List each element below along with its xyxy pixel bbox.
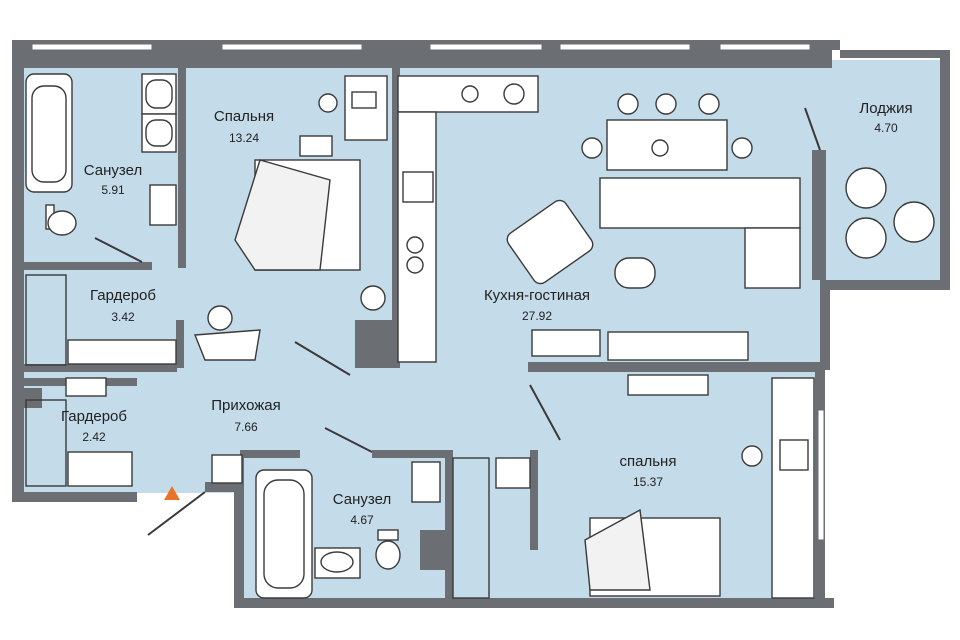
cabinet-icon (411, 461, 441, 503)
dining-table-icon (581, 93, 753, 171)
sink-icon (314, 547, 361, 579)
coffee-table-icon (614, 257, 656, 289)
armchair-icon (506, 199, 594, 285)
room-label: Санузел (333, 491, 391, 508)
door-swings (94, 107, 821, 536)
bed-icon (584, 508, 721, 597)
loggia-furniture-icon (845, 167, 935, 259)
entrance-marker-icon (164, 486, 180, 500)
room-label: спальня (620, 453, 677, 470)
toilet-icon (375, 529, 401, 570)
room-label: Кухня-гостиная (484, 287, 590, 304)
room-labels: Санузел 5.91 Спальня 13.24 Лоджия 4.70 Г… (61, 100, 913, 527)
desk-icon (741, 377, 815, 599)
room-hallway: Прихожая 7.66 (211, 397, 281, 434)
wardrobe-rail-icon (25, 377, 133, 487)
plant-icon (360, 285, 386, 311)
room-loggia: Лоджия 4.70 (859, 100, 912, 135)
room-bathroom-2: Санузел 4.67 (333, 491, 391, 527)
tv-icon (627, 374, 709, 396)
tv-unit-icon (531, 329, 749, 361)
cabinet-icon (211, 454, 243, 484)
room-label: Гардероб (61, 408, 127, 425)
room-area: 4.70 (874, 121, 898, 135)
room-area: 13.24 (229, 131, 259, 145)
kitchen-counter-icon (397, 75, 539, 363)
room-area: 5.91 (101, 183, 125, 197)
room-area: 15.37 (633, 475, 663, 489)
room-label: Лоджия (859, 100, 912, 117)
room-bedroom-2: спальня 15.37 (620, 453, 677, 489)
room-wardrobe-2: Гардероб 2.42 (61, 408, 127, 444)
sofa-icon (599, 177, 801, 289)
room-area: 27.92 (522, 309, 552, 323)
desk-icon (318, 75, 388, 141)
room-area: 7.66 (234, 420, 258, 434)
room-label: Гардероб (90, 287, 156, 304)
room-kitchen-living: Кухня-гостиная 27.92 (484, 287, 590, 323)
room-area: 4.67 (350, 513, 374, 527)
room-bedroom-1: Спальня 13.24 (214, 108, 274, 145)
bathtub-icon (25, 73, 73, 193)
room-bathroom-1: Санузел 5.91 (84, 162, 142, 197)
room-label: Спальня (214, 108, 274, 125)
room-area: 3.42 (111, 310, 135, 324)
room-label: Санузел (84, 162, 142, 179)
bed-icon (234, 135, 361, 271)
cabinet-icon (149, 184, 177, 226)
armchair-icon (193, 305, 261, 361)
sink-icon (141, 73, 177, 153)
bathtub-icon (255, 469, 313, 599)
wardrobe-rail-icon (25, 274, 177, 366)
toilet-icon (45, 204, 77, 236)
windows (31, 43, 825, 541)
wardrobe-rail-icon (452, 457, 531, 599)
furniture (25, 73, 935, 599)
room-wardrobe-1: Гардероб 3.42 (90, 287, 156, 324)
room-label: Прихожая (211, 397, 281, 414)
room-area: 2.42 (82, 430, 106, 444)
